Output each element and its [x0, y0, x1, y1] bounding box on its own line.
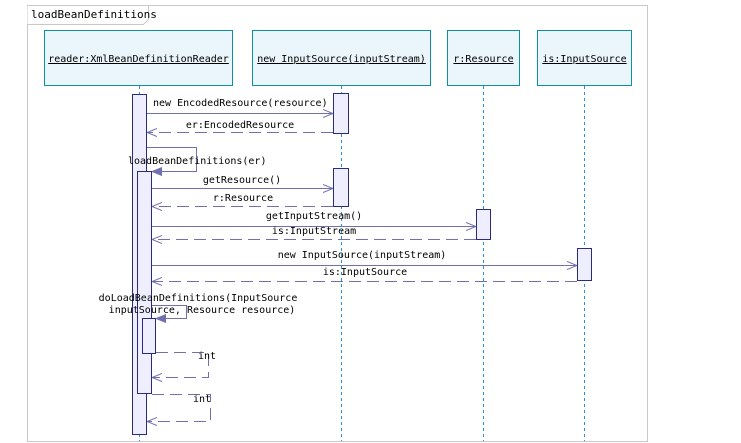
message-label: r:Resource: [213, 193, 273, 204]
message-label-line1: doLoadBeanDefinitions(InputSource: [99, 293, 298, 304]
participant-inputsource[interactable]: is:InputSource: [537, 30, 632, 86]
self-call-arrow: [152, 305, 187, 319]
message-label: new InputSource(inputStream): [278, 250, 447, 261]
return-arrow: [147, 394, 211, 422]
participant-label: reader:XmlBeanDefinitionReader: [48, 54, 229, 65]
message-label: loadBeanDefinitions(er): [128, 156, 266, 167]
activation-reader-doload: [142, 318, 156, 354]
message-label: int: [198, 351, 216, 362]
participant-label: new InputSource(inputStream): [257, 54, 426, 65]
frame-title: loadBeanDefinitions: [31, 8, 157, 21]
message-label: int: [193, 394, 211, 405]
message-label: er:EncodedResource: [186, 120, 294, 131]
participant-reader[interactable]: reader:XmlBeanDefinitionReader: [44, 30, 233, 86]
message-label: getInputStream(): [266, 211, 362, 222]
message-label: is:InputStream: [272, 226, 356, 237]
activation-resource: [476, 209, 491, 240]
activation-inputsource: [577, 248, 592, 281]
participant-label: is:InputSource: [542, 54, 626, 65]
message-label-line2: inputSource, Resource resource): [109, 305, 296, 316]
activation-reader-load: [137, 171, 152, 394]
message-label: new EncodedResource(resource): [153, 98, 328, 109]
participant-label: r:Resource: [453, 54, 513, 65]
message-label: getResource(): [203, 175, 281, 186]
self-call-arrow: [147, 147, 197, 172]
activation-get-resource: [333, 168, 349, 207]
message-label: is:InputSource: [323, 267, 407, 278]
participant-new-inputsource[interactable]: new InputSource(inputStream): [252, 30, 431, 86]
participant-resource[interactable]: r:Resource: [447, 30, 520, 86]
activation-encoded-resource: [333, 93, 349, 134]
return-arrow: [152, 352, 209, 378]
frame-title-tab: [27, 5, 149, 25]
